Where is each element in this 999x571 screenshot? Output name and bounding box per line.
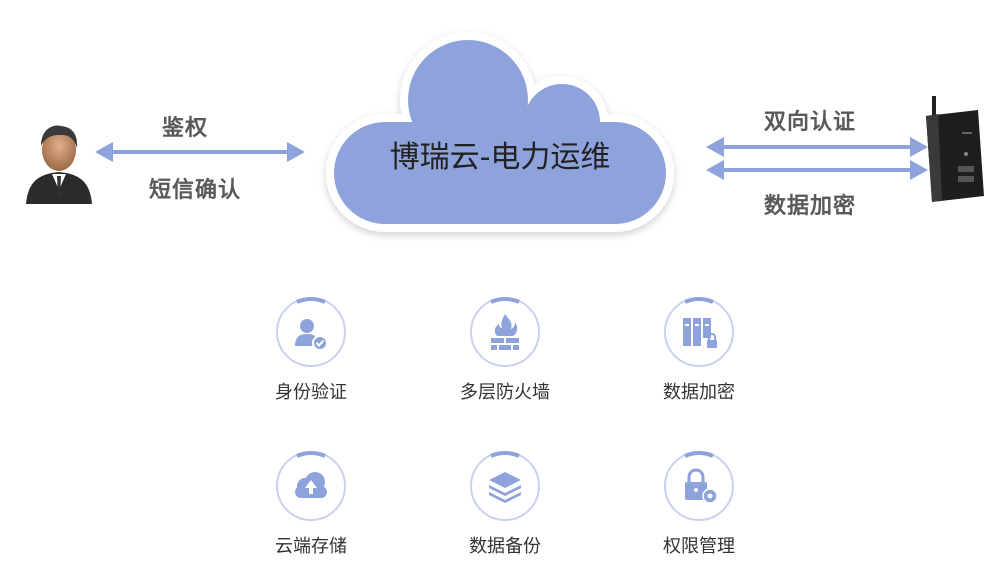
feature-ring (470, 450, 540, 521)
feature-name: 权限管理 (663, 536, 735, 557)
cloud: 博瑞云-电力运维 (300, 22, 700, 242)
feature-firewall: 多层防火墙 (425, 296, 585, 404)
right-bottom-label: 数据加密 (763, 194, 856, 219)
feature-data-encryption: 数据加密 (619, 296, 779, 404)
feature-name: 身份验证 (275, 382, 347, 403)
user-check-icon (295, 319, 328, 351)
user-avatar-icon (26, 125, 92, 204)
feature-ring (276, 450, 346, 521)
feature-identity-verification: 身份验证 (231, 296, 391, 404)
lock-gear-icon (685, 468, 718, 504)
feature-name: 云端存储 (275, 536, 347, 557)
cloud-upload-icon (295, 472, 327, 498)
cloud-title: 博瑞云-电力运维 (389, 140, 611, 175)
feature-permission-management: 权限管理 (619, 450, 779, 558)
left-top-label: 鉴权 (161, 116, 208, 141)
feature-ring (276, 296, 346, 367)
right-double-arrow-bottom (706, 160, 928, 180)
feature-name: 数据加密 (663, 382, 735, 403)
feature-ring (664, 450, 734, 521)
right-top-label: 双向认证 (763, 110, 856, 135)
left-bottom-label: 短信确认 (148, 178, 241, 203)
firewall-icon (491, 314, 519, 350)
feature-name: 数据备份 (469, 536, 541, 557)
feature-data-backup: 数据备份 (425, 450, 585, 558)
feature-name: 多层防火墙 (460, 382, 550, 403)
feature-cloud-storage: 云端存储 (231, 450, 391, 558)
router-device-icon (926, 96, 984, 202)
encrypted-files-icon (683, 318, 717, 348)
right-double-arrow-top (706, 137, 928, 157)
feature-ring (470, 296, 540, 367)
feature-ring (664, 296, 734, 367)
left-double-arrow (95, 142, 305, 162)
layers-icon (489, 472, 521, 503)
